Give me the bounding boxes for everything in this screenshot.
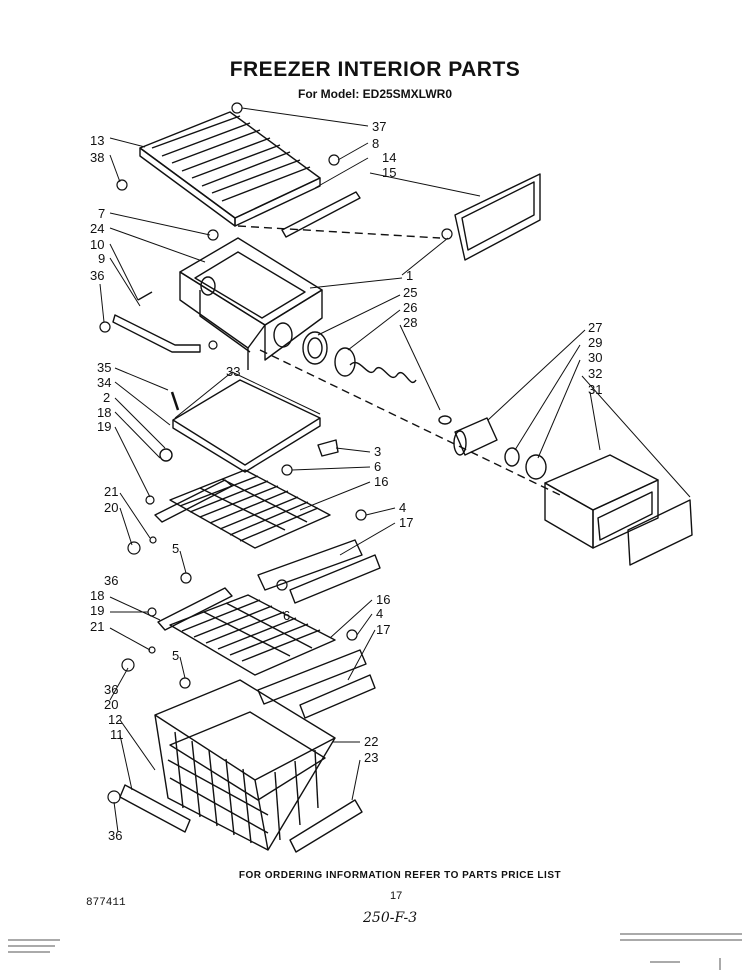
callout-18-a: 18 (97, 405, 111, 420)
callout-16-a: 16 (374, 474, 388, 489)
callout-6-a: 6 (374, 459, 381, 474)
shelf-rail-upper (154, 479, 233, 523)
leader-lines (99, 107, 691, 833)
auger-ring-inner (307, 337, 323, 359)
callout-27: 27 (588, 320, 602, 335)
callout-36-a: 36 (90, 268, 104, 283)
callout-25: 25 (403, 285, 417, 300)
callout-6-b: 6 (283, 608, 290, 623)
callout-1: 1 (406, 268, 413, 283)
dispenser-cover-part (627, 499, 693, 566)
roller-tube-lower (257, 649, 367, 705)
callout-23: 23 (364, 750, 378, 765)
callout-20-a: 20 (104, 500, 118, 515)
callout-18-b: 18 (90, 588, 104, 603)
fastener-group (99, 102, 453, 804)
coupler-part (438, 415, 452, 425)
handwritten-note: 250-F-3 (363, 910, 418, 926)
callout-3: 3 (374, 444, 381, 459)
bracket-part (112, 314, 201, 353)
callout-26: 26 (403, 300, 417, 315)
wire-basket-part (154, 679, 336, 851)
auger-spring-part (349, 362, 417, 383)
callout-16-b: 16 (376, 592, 390, 607)
callout-30: 30 (588, 350, 602, 365)
lower-wire-shelf-part (169, 594, 336, 676)
callout-19-b: 19 (90, 603, 104, 618)
callout-36-c: 36 (104, 682, 118, 697)
callout-36-b: 36 (104, 573, 118, 588)
callout-29: 29 (588, 335, 602, 350)
top-shelf-part (139, 111, 321, 227)
callout-21-a: 21 (104, 484, 118, 499)
roller-left-part (159, 448, 173, 462)
callout-38: 38 (90, 150, 104, 165)
callout-31: 31 (588, 382, 602, 397)
roller-tube-upper (257, 539, 363, 591)
model-subtitle: For Model: ED25SMXLWR0 (297, 87, 452, 101)
divider-strip-part (281, 191, 361, 238)
roller-tube-lower-2 (299, 674, 376, 719)
callout-22: 22 (364, 734, 378, 749)
cover-plate-part (172, 379, 321, 473)
callout-10: 10 (90, 237, 104, 252)
callout-4-b: 4 (376, 606, 383, 621)
callout-labels: 13 38 37 8 14 15 7 24 10 9 36 1 25 26 28… (90, 119, 602, 843)
callout-17-a: 17 (399, 515, 413, 530)
page-title: FREEZER INTERIOR PARTS (229, 58, 521, 81)
callout-34: 34 (97, 375, 111, 390)
flap-part (454, 173, 541, 261)
upper-wire-shelf-part (169, 469, 331, 549)
callout-35: 35 (97, 360, 111, 375)
callout-19-a: 19 (97, 419, 111, 434)
motor-assembly-part (453, 417, 547, 480)
callout-12: 12 (108, 712, 122, 727)
screw-part (137, 291, 153, 301)
retainer-part (334, 347, 356, 377)
callout-28: 28 (403, 315, 417, 330)
callout-21-b: 21 (90, 619, 104, 634)
callout-7: 7 (98, 206, 105, 221)
document-number: 877411 (86, 897, 126, 909)
callout-9: 9 (98, 251, 105, 266)
callout-20-b: 20 (104, 697, 118, 712)
callout-17-b: 17 (376, 622, 390, 637)
page-number: 17 (390, 890, 403, 902)
callout-14: 14 (382, 150, 396, 165)
callout-15: 15 (382, 165, 396, 180)
callout-24: 24 (90, 221, 104, 236)
roller-tube-upper-2 (289, 554, 381, 604)
callout-33: 33 (226, 364, 240, 379)
callout-13: 13 (90, 133, 104, 148)
callout-2: 2 (103, 390, 110, 405)
callout-8: 8 (372, 136, 379, 151)
callout-36-d: 36 (108, 828, 122, 843)
ordering-info: FOR ORDERING INFORMATION REFER TO PARTS … (238, 870, 562, 881)
callout-37: 37 (372, 119, 386, 134)
callout-11: 11 (110, 727, 124, 742)
callout-32: 32 (588, 366, 602, 381)
ice-bin-housing-part (179, 237, 323, 370)
shelf-rail-lower (157, 587, 233, 631)
basket-front-part (289, 799, 363, 853)
callout-5-b: 5 (172, 648, 179, 663)
dispenser-tray-part (544, 454, 659, 549)
callout-5-a: 5 (172, 541, 179, 556)
clip-part (317, 439, 339, 457)
auger-ring-part (302, 331, 328, 365)
callout-4-a: 4 (399, 500, 406, 515)
basket-rail-part (119, 784, 191, 833)
